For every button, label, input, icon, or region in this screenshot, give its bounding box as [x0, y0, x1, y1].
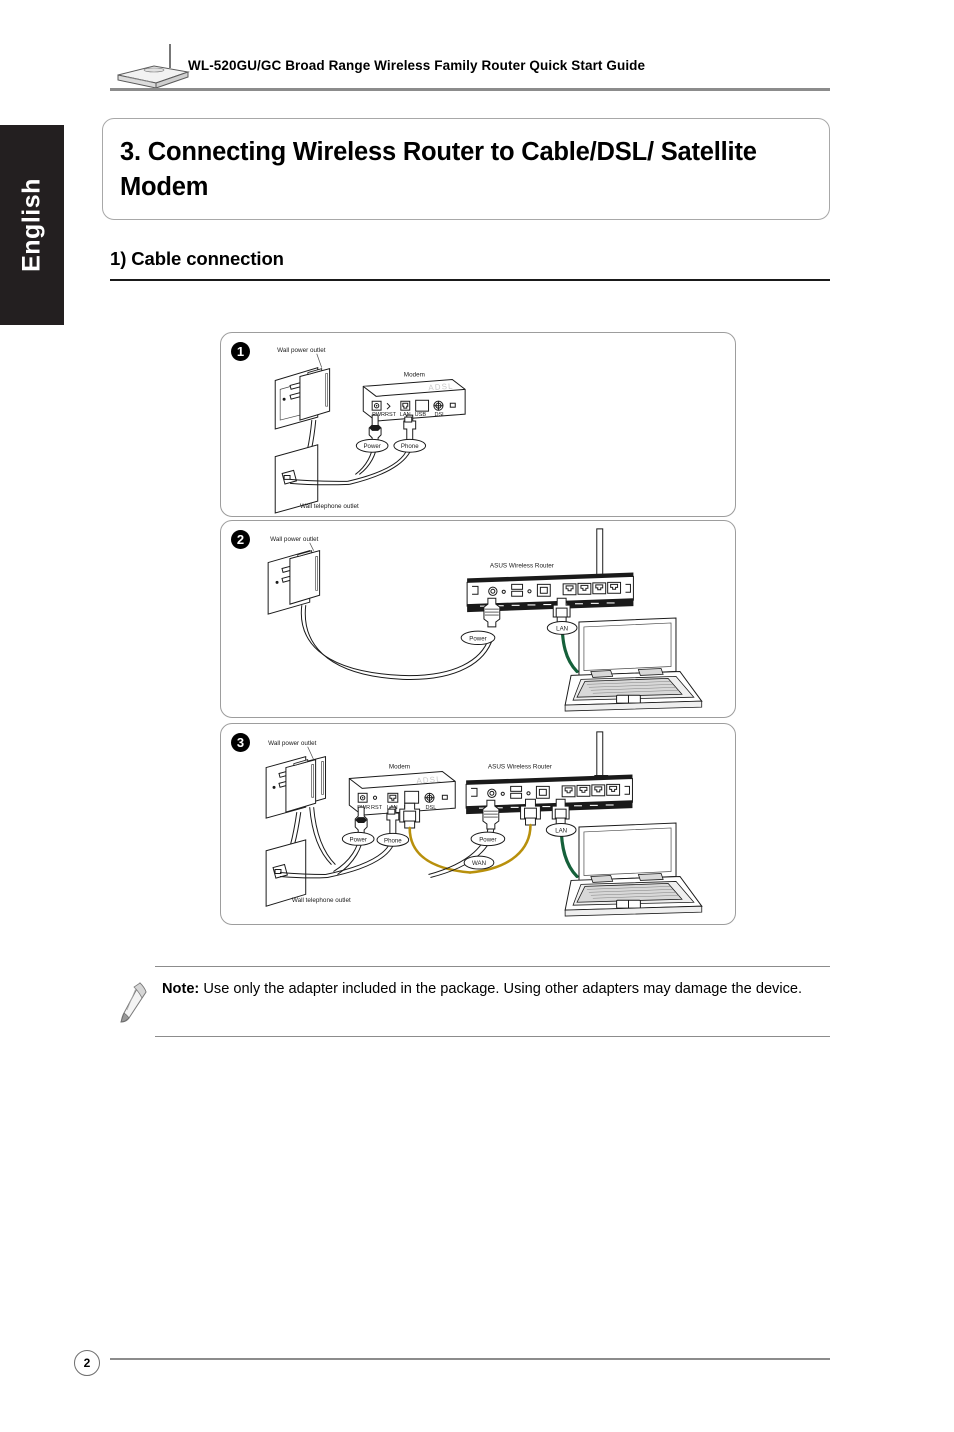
connector-label-power-modem-3: Power	[341, 831, 375, 846]
connector-label-power-router-3: Power	[470, 831, 506, 847]
language-tab: English	[0, 125, 64, 325]
figure-1-diagram: ADSL PWR RST LAN USB DSL Power	[274, 347, 466, 514]
language-tab-label: English	[17, 178, 46, 272]
panel-number-badge: 2	[231, 530, 250, 549]
header-divider	[110, 88, 830, 91]
figure-panel-1: 1 ADSL PWR RST LAN USB DSL	[220, 332, 736, 517]
note-body: Use only the adapter included in the pac…	[199, 981, 803, 997]
note-label: Note:	[162, 981, 200, 997]
svg-text:WAN: WAN	[472, 860, 486, 867]
connector-label-lan-3: LAN	[545, 823, 577, 837]
note-block: Note: Use only the adapter included in t…	[110, 966, 830, 1038]
label-wall-power-outlet-1: Wall power outlet	[277, 347, 326, 354]
label-modem-1: Modem	[404, 372, 425, 379]
panel-number-badge: 1	[231, 342, 250, 361]
svg-text:ADSL: ADSL	[416, 775, 442, 786]
page-number: 2	[74, 1350, 100, 1376]
svg-text:PWR: PWR	[372, 412, 385, 418]
svg-text:Power: Power	[469, 635, 486, 642]
connector-label-power-2: Power	[460, 630, 496, 646]
label-asus-wireless-router-3: ASUS Wireless Router	[488, 764, 552, 771]
page-header: WL-520GU/GC Broad Range Wireless Family …	[110, 42, 830, 90]
figure-panel-2: 2	[220, 520, 736, 718]
figure-panel-3: 3 ADSL PWR RST LAN USB	[220, 723, 736, 925]
svg-text:LAN: LAN	[400, 412, 411, 418]
label-asus-wireless-router-2: ASUS Wireless Router	[490, 563, 554, 570]
note-divider-bottom	[155, 1036, 830, 1038]
svg-text:DSL: DSL	[434, 412, 445, 418]
svg-text:Power: Power	[350, 836, 367, 843]
subsection-divider	[110, 279, 830, 281]
svg-text:LAN: LAN	[555, 827, 567, 834]
connector-label-lan-2: LAN	[546, 620, 578, 635]
label-wall-telephone-outlet-3: Wall telephone outlet	[292, 897, 351, 904]
panel-number-badge: 3	[231, 733, 250, 752]
label-wall-power-outlet-3: Wall power outlet	[268, 740, 317, 747]
label-wall-power-outlet-2: Wall power outlet	[270, 536, 319, 543]
svg-text:Power: Power	[363, 443, 380, 450]
figure-2-diagram: Power LAN Wall power outlet	[267, 528, 703, 712]
svg-text:LAN: LAN	[556, 625, 568, 632]
pencil-icon	[120, 982, 147, 1023]
connector-label-wan-3: WAN	[463, 855, 495, 870]
svg-text:Power: Power	[479, 836, 496, 843]
svg-text:Phone: Phone	[401, 443, 419, 450]
svg-text:Phone: Phone	[384, 837, 402, 844]
note-divider-top	[155, 966, 830, 968]
connector-label-power-1: Power	[355, 438, 389, 453]
footer-divider	[110, 1358, 830, 1361]
figure-3-diagram: ADSL PWR RST LAN USB DSL	[265, 731, 703, 917]
connector-label-phone-1: Phone	[393, 438, 427, 453]
wireless-router-icon	[117, 44, 190, 89]
label-modem-3: Modem	[389, 764, 410, 771]
svg-text:RST: RST	[371, 805, 383, 811]
subsection-title: 1) Cable connection	[110, 248, 284, 269]
note-text: Note: Use only the adapter included in t…	[162, 978, 827, 1000]
svg-text:ADSL: ADSL	[428, 382, 454, 393]
page-title: 3. Connecting Wireless Router to Cable/D…	[120, 138, 757, 201]
label-wall-telephone-outlet-1: Wall telephone outlet	[300, 503, 359, 510]
svg-text:USB: USB	[415, 412, 427, 418]
connector-label-phone-3: Phone	[376, 832, 410, 847]
header-title: WL-520GU/GC Broad Range Wireless Family …	[188, 58, 646, 73]
svg-text:DSL: DSL	[426, 805, 437, 811]
section-title-box: 3. Connecting Wireless Router to Cable/D…	[102, 118, 830, 220]
svg-text:RST: RST	[385, 412, 397, 418]
